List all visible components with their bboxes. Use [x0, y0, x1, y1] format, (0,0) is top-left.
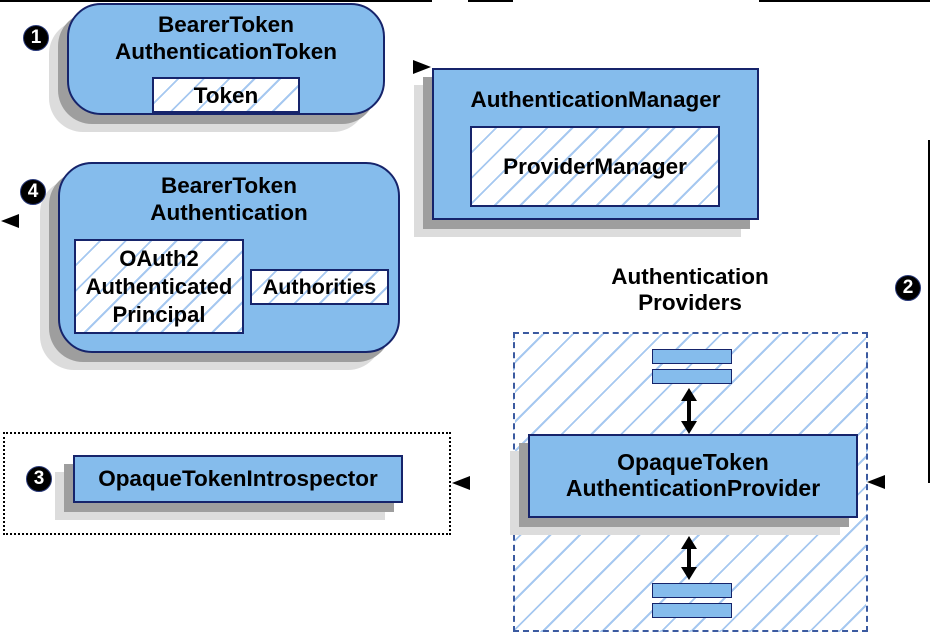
flow-line-step2-vertical	[928, 140, 931, 483]
bearer-token-authentication-token-box: BearerToken AuthenticationToken Token	[67, 3, 385, 115]
step-badge-1: 1	[23, 25, 49, 51]
bearer-token-authentication-title-line1: BearerToken	[161, 173, 297, 198]
authentication-manager-title: AuthenticationManager	[470, 87, 721, 112]
bearer-token-authentication-token-title-line1: BearerToken	[158, 12, 294, 37]
oauth2-authenticated-principal-inner-box: OAuth2 Authenticated Principal	[74, 239, 244, 334]
bearer-token-authentication-token-title-line2: AuthenticationToken	[114, 39, 338, 64]
arrowhead-step4-left-icon	[1, 214, 19, 228]
principal-line1: OAuth2	[119, 245, 199, 271]
flow-line-step4	[14, 0, 432, 3]
flow-line-step2-horizontal	[759, 0, 930, 3]
opaque-token-authentication-provider-title-line2: AuthenticationProvider	[565, 475, 821, 501]
provider-placeholder-bar-bottom-2	[652, 603, 732, 618]
token-label: Token	[193, 82, 259, 108]
step-badge-1-number: 1	[30, 27, 42, 48]
step-badge-4: 4	[20, 179, 46, 205]
principal-line3: Principal	[112, 301, 206, 327]
opaque-token-authentication-provider-title-line1: OpaqueToken	[617, 449, 769, 475]
authentication-providers-label-line1: Authentication	[611, 264, 769, 289]
step-badge-2: 2	[895, 275, 921, 301]
step-badge-3: 3	[26, 466, 52, 492]
provider-manager-label: ProviderManager	[503, 154, 687, 179]
arrowhead-into-introspector-icon	[452, 476, 470, 490]
step-badge-4-number: 4	[27, 181, 39, 202]
double-arrow-bottom-icon	[681, 536, 697, 580]
authorities-inner-box: Authorities	[250, 269, 389, 305]
token-inner-box: Token	[152, 77, 300, 113]
flow-line-step3	[468, 0, 513, 3]
authentication-manager-box: AuthenticationManager ProviderManager	[432, 68, 759, 220]
opaque-token-authentication-provider-box: OpaqueToken AuthenticationProvider	[528, 434, 858, 518]
arrowhead-into-provider-icon	[867, 475, 885, 489]
double-arrow-top-icon	[681, 388, 697, 434]
provider-placeholder-bar-top-2	[652, 369, 732, 384]
step-badge-2-number: 2	[902, 277, 914, 298]
opaque-token-introspector-box: OpaqueTokenIntrospector	[73, 455, 403, 503]
bearer-token-authentication-box: BearerToken Authentication OAuth2 Authen…	[58, 162, 400, 353]
provider-placeholder-bar-top-1	[652, 349, 732, 364]
opaque-token-introspector-group	[3, 432, 451, 535]
provider-manager-inner-box: ProviderManager	[470, 126, 720, 207]
provider-placeholder-bar-bottom-1	[652, 583, 732, 598]
authentication-providers-label: Authentication Providers	[555, 264, 825, 316]
authentication-providers-label-line2: Providers	[638, 290, 742, 315]
bearer-token-authentication-title-line2: Authentication	[150, 200, 308, 225]
arrowhead-into-authentication-manager-icon	[413, 60, 431, 74]
authorities-label: Authorities	[262, 274, 377, 299]
step-badge-3-number: 3	[33, 468, 45, 489]
opaque-token-introspector-title: OpaqueTokenIntrospector	[98, 466, 378, 491]
flow-line-step2-into-provider	[883, 0, 930, 3]
principal-line2: Authenticated	[85, 273, 233, 299]
